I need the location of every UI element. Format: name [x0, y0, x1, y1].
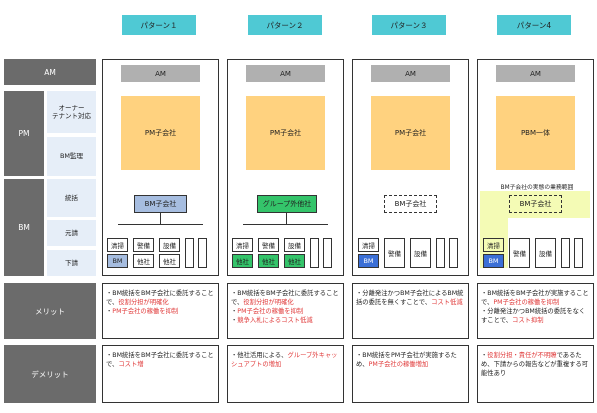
pattern3-demerit-text: ・BM統括をPM子会社が実施するため、PM子会社の稼働増加: [356, 351, 466, 369]
row-header-bm: BM: [4, 179, 44, 276]
pattern2-merit-item-3: ・競争入札によるコスト低減: [231, 317, 313, 325]
pattern3-cell-facility: 設備: [410, 238, 431, 268]
pattern3-demerit-item-1: ・BM統括をPM子会社が実施するため、PM子会社の稼働増加: [356, 352, 457, 369]
pattern1-connector-h: [118, 224, 203, 225]
pattern4-demerit-item-1: ・役割分担・責任が不明瞭であるため、下請からの報告などが重複する可能性あり: [481, 352, 589, 378]
subrow-prime: 元請: [47, 220, 96, 246]
pattern1-connector-v: [160, 213, 161, 224]
row-header-demerit: デメリット: [4, 345, 96, 403]
pattern-header-1: パターン１: [122, 15, 196, 35]
pattern2-sub-other-2: 他社: [258, 254, 279, 268]
pattern1-cell-blank-2: [198, 238, 207, 268]
pattern4-cell-blank-2: [574, 238, 583, 268]
pattern4-bm-company: BM子会社: [509, 195, 562, 213]
pattern1-demerit-text: ・BM統括をBM子会社に委託することで、コスト増: [106, 351, 216, 369]
pattern1-merit-panel: [102, 283, 219, 339]
pattern1-merit-item-1: ・BM統括をBM子会社に委託することで、役割分担が明確化: [106, 290, 214, 307]
pattern1-merit-item-2: ・PM子会社の稼働を抑制: [106, 308, 179, 316]
pattern2-cell-cleaning: 清掃: [232, 238, 253, 252]
pattern1-cell-blank-1: [185, 238, 194, 268]
pattern-header-4: パターン4: [497, 15, 571, 35]
pattern3-am-box: AM: [371, 65, 450, 82]
pattern2-demerit-text: ・他社活用による、グループ外キャッシュアプトの増加: [231, 351, 341, 369]
subrow-overall: 統括: [47, 179, 96, 217]
pattern1-am-box: AM: [121, 65, 200, 82]
pattern3-cell-blank-1: [436, 238, 445, 268]
pattern4-cell-blank-1: [561, 238, 570, 268]
pattern2-sub-other-1: 他社: [232, 254, 253, 268]
pattern4-merit-item-2: ・分離発注かつBM統括の委託をなくすことで、コスト抑制: [481, 308, 586, 325]
pattern4-cell-facility: 設備: [535, 238, 556, 268]
row-header-merit: メリット: [4, 283, 96, 339]
pattern2-cell-facility: 設備: [284, 238, 305, 252]
pattern3-sub-bm: BM: [358, 254, 379, 268]
pattern4-cell-security: 警備: [509, 238, 530, 268]
pattern4-bm-note: BM子会社の実態の業務範囲: [500, 185, 574, 191]
pattern3-merit-panel: [352, 283, 469, 339]
pattern4-cell-cleaning: 清掃: [483, 238, 504, 252]
pattern4-merit-item-1: ・BM統括をBM子会社が実施することで、PM子会社の稼働を抑制: [481, 290, 589, 307]
pattern3-cell-cleaning: 清掃: [358, 238, 379, 252]
pattern4-demerit-panel: [477, 345, 594, 403]
pattern-header-2: パターン２: [248, 15, 322, 35]
pattern3-pm-box: PM子会社: [371, 96, 450, 170]
pattern2-sub-other-3: 他社: [284, 254, 305, 268]
pattern1-demerit-panel: [102, 345, 219, 403]
pattern2-demerit-item-1: ・他社活用による、グループ外キャッシュアプトの増加: [231, 352, 338, 369]
pattern4-demerit-text: ・役割分担・責任が不明瞭であるため、下請からの報告などが重複する可能性あり: [481, 351, 591, 378]
subrow-owner: オーナー テナント対応: [47, 91, 96, 133]
pattern1-sub-other-1: 他社: [133, 254, 154, 268]
row-header-pm: PM: [4, 91, 44, 176]
pattern1-cell-facility: 設備: [159, 238, 180, 252]
pattern4-sub-bm: BM: [483, 254, 504, 268]
pattern3-cell-security: 警備: [384, 238, 405, 268]
pattern2-pm-box: PM子会社: [246, 96, 325, 170]
pattern3-demerit-panel: [352, 345, 469, 403]
pattern2-cell-blank-1: [310, 238, 319, 268]
subrow-bm-supervision: BM監理: [47, 137, 96, 176]
pattern2-cell-security: 警備: [258, 238, 279, 252]
pattern2-demerit-panel: [227, 345, 344, 403]
pattern1-bm-company: BM子会社: [134, 195, 187, 213]
pattern2-bm-company: グループ外他社: [257, 195, 317, 213]
pattern4-pm-box: PBM一体: [496, 96, 575, 170]
pattern4-merit-panel: [477, 283, 594, 339]
pattern-header-3: パターン３: [372, 15, 446, 35]
pattern3-merit-item-1: ・分離発注かつBM子会社によるBM統括の委託を無くすことで、コスト低減: [356, 290, 464, 307]
pattern1-cell-cleaning: 清掃: [107, 238, 128, 252]
row-header-am: AM: [4, 59, 96, 85]
pattern2-merit-panel: [227, 283, 344, 339]
subrow-sub: 下請: [47, 250, 96, 276]
pattern2-merit-item-1: ・BM統括をBM子会社に委託することで、役割分担が明確化: [231, 290, 339, 307]
pattern4-am-box: AM: [496, 65, 575, 82]
pattern1-sub-other-2: 他社: [159, 254, 180, 268]
pattern2-merit-text: ・BM統括をBM子会社に委託することで、役割分担が明確化 ・PM子会社の稼働を抑…: [231, 289, 341, 326]
pattern1-demerit-item-1: ・BM統括をBM子会社に委託することで、コスト増: [106, 352, 214, 369]
pattern2-connector-v: [286, 213, 287, 224]
pattern4-merit-text: ・BM統括をBM子会社が実施することで、PM子会社の稼働を抑制 ・分離発注かつB…: [481, 289, 591, 326]
pattern2-cell-blank-2: [323, 238, 332, 268]
pattern1-sub-bm: BM: [107, 254, 128, 268]
pattern3-cell-blank-2: [449, 238, 458, 268]
pattern2-connector-h: [243, 224, 328, 225]
pattern3-merit-text: ・分離発注かつBM子会社によるBM統括の委託を無くすことで、コスト低減: [356, 289, 466, 307]
pattern3-bm-company: BM子会社: [384, 195, 437, 213]
pattern1-merit-text: ・BM統括をBM子会社に委託することで、役割分担が明確化 ・PM子会社の稼働を抑…: [106, 289, 216, 316]
pattern1-pm-box: PM子会社: [121, 96, 200, 170]
pattern2-am-box: AM: [246, 65, 325, 82]
pattern1-cell-security: 警備: [133, 238, 154, 252]
pattern2-merit-item-2: ・PM子会社の稼働を抑制: [231, 308, 304, 316]
